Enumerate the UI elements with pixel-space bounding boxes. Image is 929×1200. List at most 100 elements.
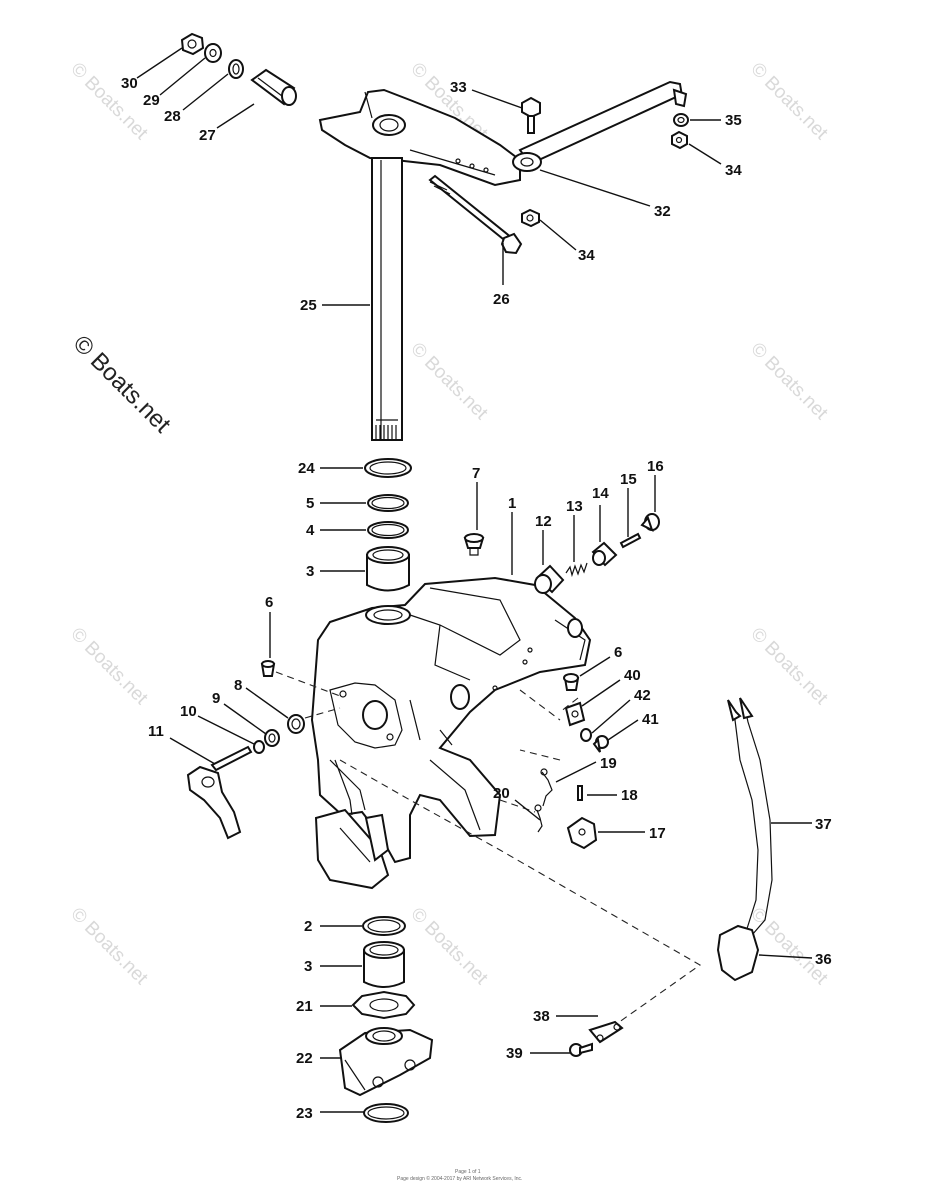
- part-30-nut: [180, 32, 205, 56]
- callout-6-left: 6: [265, 594, 273, 611]
- part-38-clip: [588, 1020, 624, 1044]
- callout-32: 32: [654, 203, 671, 220]
- part-29-washer: [204, 43, 222, 63]
- callout-18: 18: [621, 787, 638, 804]
- callout-30: 30: [121, 75, 138, 92]
- callout-17: 17: [649, 825, 666, 842]
- callout-15: 15: [620, 471, 637, 488]
- part-9-washer: [264, 729, 280, 747]
- callout-5: 5: [306, 495, 314, 512]
- part-32-link-rod: [512, 80, 688, 172]
- callout-27: 27: [199, 127, 216, 144]
- callout-19: 19: [600, 755, 617, 772]
- part-20-spring: [534, 804, 543, 833]
- part-3-bushing-upper: [366, 546, 410, 592]
- part-25-steering-tube: [371, 157, 403, 441]
- part-4-ring: [367, 521, 409, 539]
- part-6-fitting-left: [260, 660, 276, 677]
- part-22-yoke: [338, 1027, 434, 1097]
- callout-20: 20: [493, 785, 510, 802]
- part-40-clip: [564, 701, 586, 727]
- part-33-bolt: [521, 96, 541, 134]
- part-14-plunger: [591, 541, 618, 567]
- part-17-cam: [566, 816, 598, 850]
- part-5-ring: [367, 494, 409, 512]
- watermark: © Boats.net: [746, 339, 832, 425]
- part-3-bushing-lower: [363, 941, 405, 988]
- callout-4: 4: [306, 522, 315, 539]
- callout-2: 2: [304, 918, 312, 935]
- part-8-oring: [287, 714, 305, 734]
- part-10-washer: [253, 740, 265, 754]
- part-11-tilt-lever: [186, 745, 253, 840]
- callout-16: 16: [647, 458, 664, 475]
- part-7-grease-fitting: [463, 533, 485, 556]
- part-39-screw: [569, 1042, 593, 1057]
- callout-41: 41: [642, 711, 659, 728]
- callout-34-upper: 34: [725, 162, 742, 179]
- callout-33: 33: [450, 79, 467, 96]
- part-12-bushing: [534, 564, 565, 594]
- part-21-plate: [351, 990, 416, 1020]
- part-1-swivel-bracket: [310, 576, 592, 864]
- callout-13: 13: [566, 498, 583, 515]
- part-6-fitting-right: [563, 673, 580, 691]
- footer-line2: Page design © 2004-2017 by ARI Network S…: [397, 1175, 522, 1182]
- watermark: © Boats.net: [746, 624, 832, 710]
- watermark: © Boats.net: [66, 59, 152, 145]
- callout-36: 36: [815, 951, 832, 968]
- part-23-snap-ring: [363, 1103, 409, 1123]
- assembly-dash-lines: [275, 671, 702, 1026]
- leader-lines: [136, 47, 813, 1113]
- part-26-bolt: [428, 174, 523, 255]
- callout-21: 21: [296, 998, 313, 1015]
- part-28-washer: [228, 59, 244, 79]
- callout-37: 37: [815, 816, 832, 833]
- watermark: © Boats.net: [66, 624, 152, 710]
- footer-line1: Page 1 of 1: [455, 1169, 481, 1175]
- callout-8: 8: [234, 677, 242, 694]
- callout-12: 12: [535, 513, 552, 530]
- part-16-screw: [640, 513, 660, 532]
- callout-9: 9: [212, 690, 220, 707]
- callout-7: 7: [472, 465, 480, 482]
- callout-24: 24: [298, 460, 315, 477]
- part-42-washer: [580, 728, 592, 742]
- callout-42: 42: [634, 687, 651, 704]
- part-27-bushing: [250, 68, 297, 106]
- callout-25: 25: [300, 297, 317, 314]
- watermark: © Boats.net: [746, 59, 832, 145]
- callout-35: 35: [725, 112, 742, 129]
- callout-23: 23: [296, 1105, 313, 1122]
- callout-38: 38: [533, 1008, 550, 1025]
- part-24-ring: [364, 458, 412, 478]
- callout-3-lower: 3: [304, 958, 312, 975]
- callout-3-upper: 3: [306, 563, 314, 580]
- callout-10: 10: [180, 703, 197, 720]
- watermark: © Boats.net: [406, 904, 492, 990]
- part-tilt-lever: [314, 759, 390, 890]
- watermark-layer: © Boats.net © Boats.net © Boats.net © Bo…: [66, 59, 832, 990]
- callout-40: 40: [624, 667, 641, 684]
- part-15-pin: [619, 532, 642, 549]
- part-36-sender: [716, 924, 760, 982]
- watermark-main: © Boats.net: [68, 330, 176, 438]
- watermark: © Boats.net: [406, 339, 492, 425]
- callout-22: 22: [296, 1050, 313, 1067]
- part-2-ring: [362, 916, 406, 936]
- callout-11: 11: [148, 723, 164, 740]
- part-19-spring: [540, 768, 553, 807]
- callout-6-right: 6: [614, 644, 622, 661]
- callout-29: 29: [143, 92, 160, 109]
- part-41-screw: [592, 735, 609, 753]
- callout-26: 26: [493, 291, 510, 308]
- watermark: © Boats.net: [746, 904, 832, 990]
- part-34-nut-lower: [521, 208, 540, 228]
- callout-34-lower: 34: [578, 247, 595, 264]
- callout-39: 39: [506, 1045, 523, 1062]
- callout-14: 14: [592, 485, 609, 502]
- footer: Page 1 of 1 Page design © 2004-2017 by A…: [397, 1169, 522, 1182]
- callout-28: 28: [164, 108, 181, 125]
- part-13-spring: [565, 562, 588, 578]
